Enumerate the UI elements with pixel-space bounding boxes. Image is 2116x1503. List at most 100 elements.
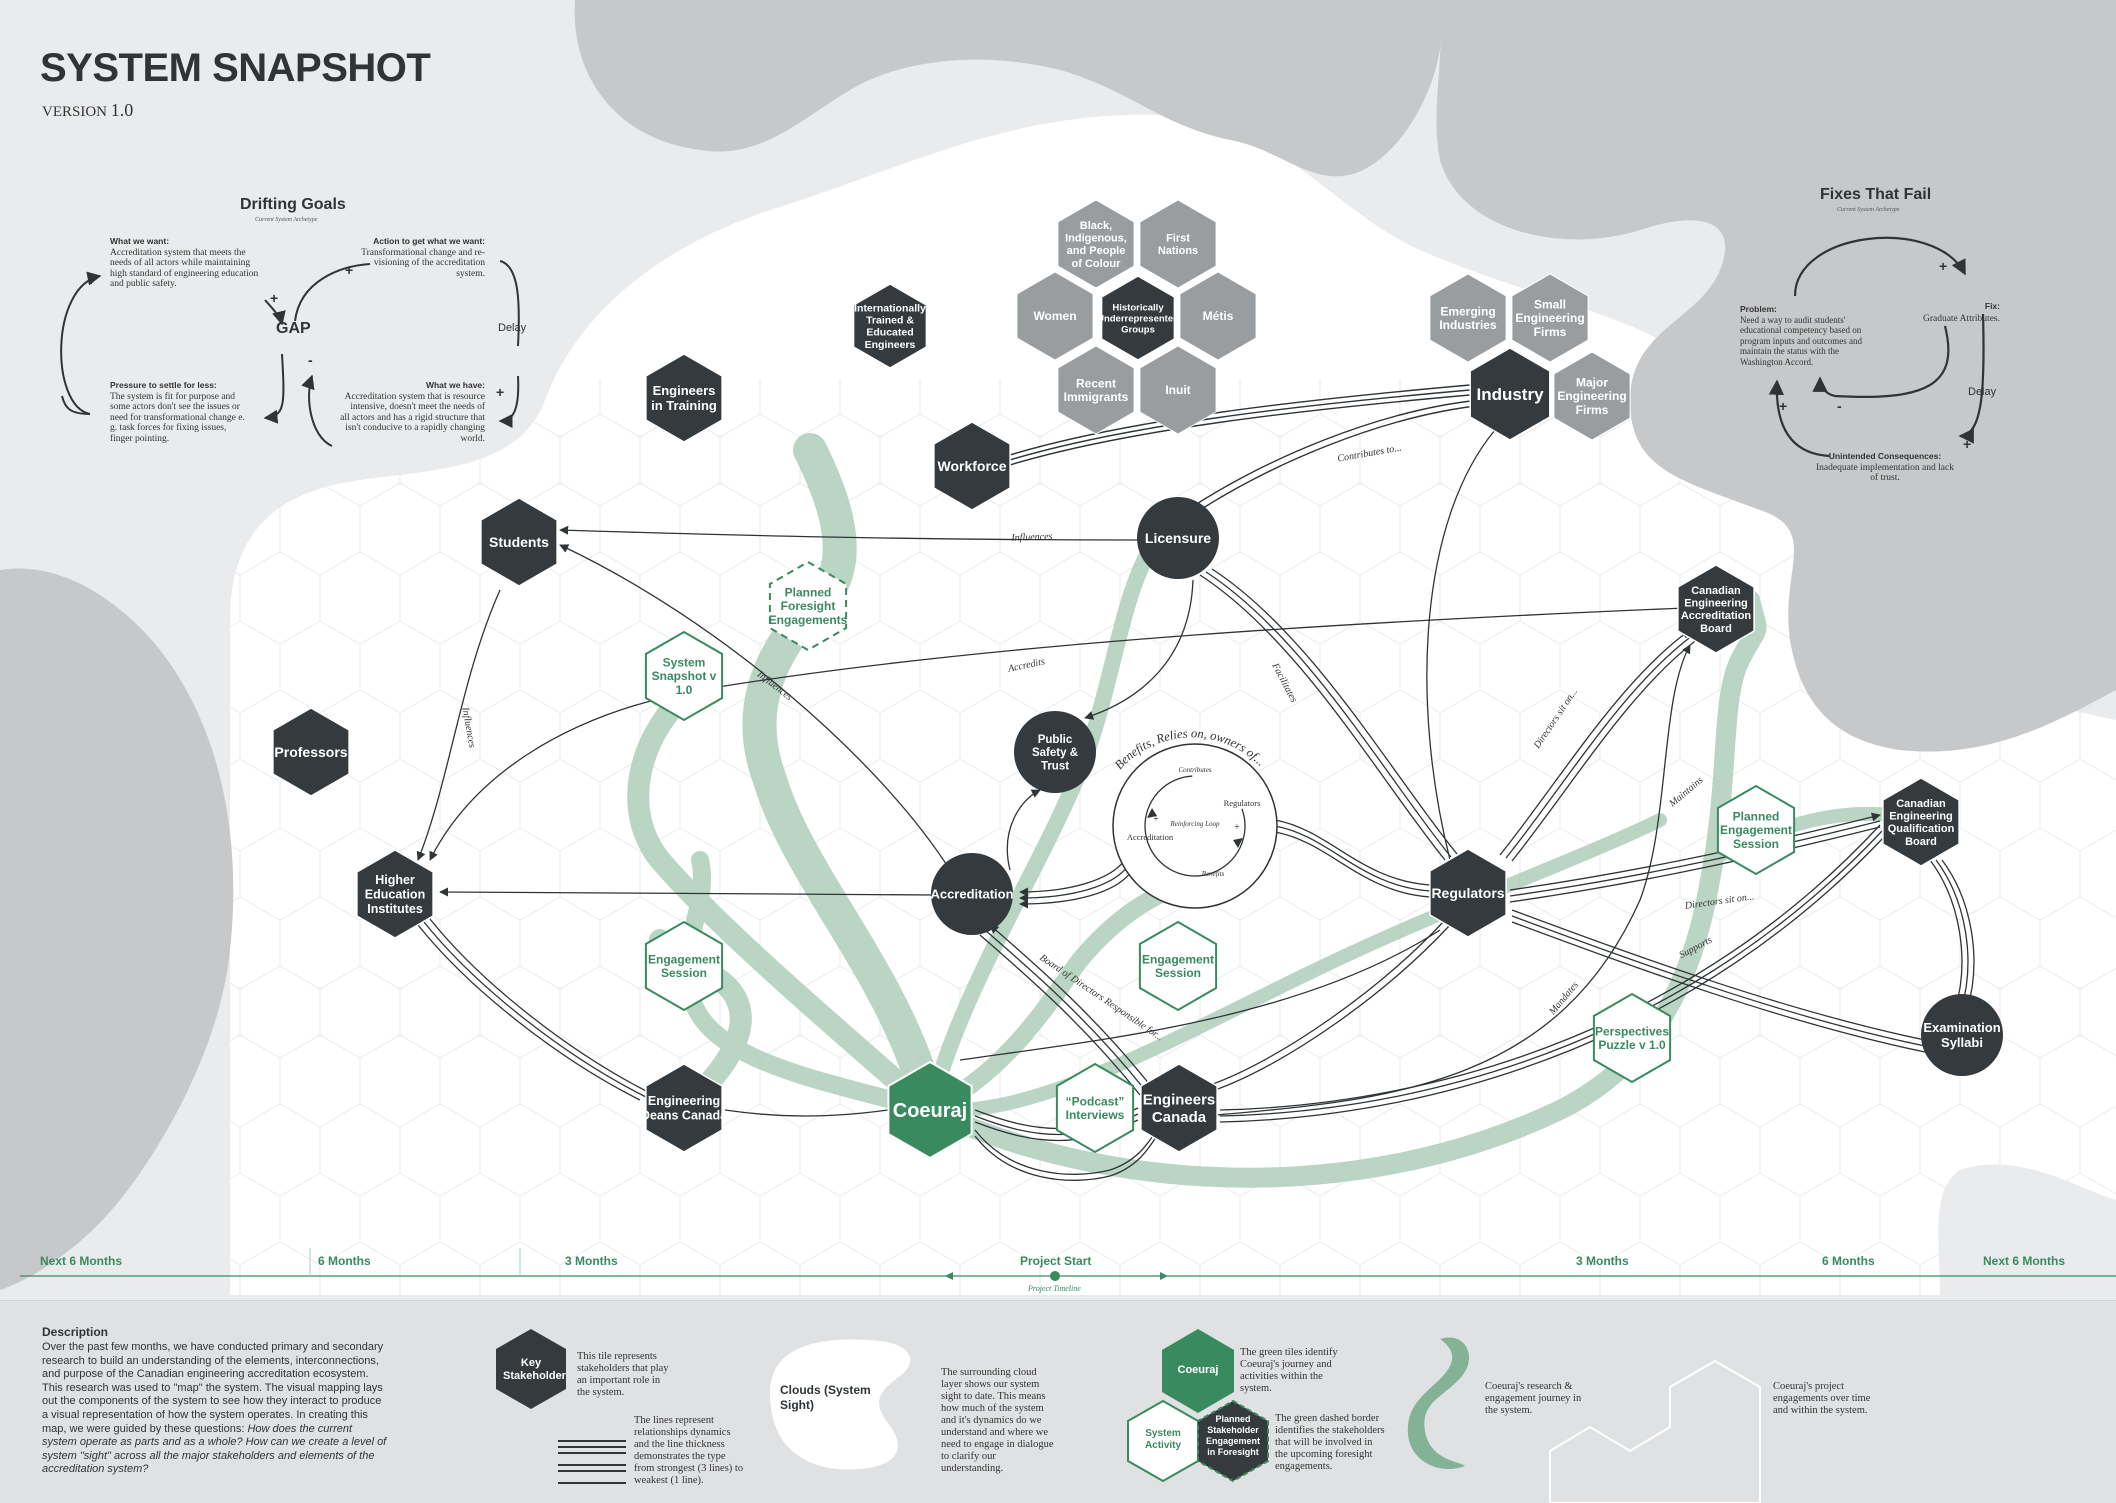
node-licensure[interactable]: Licensure [1137,497,1219,579]
fix-body: Graduate Attributes. [1922,314,2000,324]
node-circle[interactable] [1014,711,1096,793]
stakeholder-regulators[interactable]: Regulators [1429,848,1507,938]
fixes-minus: - [1837,398,1842,414]
stakeholder-hexagon[interactable] [1469,347,1551,441]
node-circle[interactable] [931,853,1013,935]
stakeholder-hexagon[interactable] [852,283,928,369]
version-label: VERSION 1.0 [42,100,133,121]
stakeholder-hexagon[interactable] [480,497,558,587]
legend-planned-hexagon [1197,1399,1269,1483]
node-circle[interactable] [1137,497,1219,579]
activity-hexagon[interactable] [1055,1062,1135,1154]
drifting-goals-plus-c: + [496,384,505,400]
activity-hexagon[interactable] [1716,784,1796,876]
group-metis[interactable]: Métis [1179,271,1257,361]
activity-hexagon[interactable] [768,560,848,652]
stakeholder-students[interactable]: Students [480,497,558,587]
pressure-text: Pressure to settle for less: The system … [110,380,250,444]
stakeholder-hexagon[interactable] [645,353,723,443]
group-hexagon[interactable] [1553,351,1631,441]
right-cloud [1436,0,2116,752]
stakeholder-industry[interactable]: Industry [1469,347,1551,441]
group-label: Women [1033,309,1076,323]
group-hexagon[interactable] [1139,345,1217,435]
activity-hexagon[interactable] [644,920,724,1012]
activity-hexagon[interactable] [644,630,724,722]
group-hexagon[interactable] [1057,199,1135,289]
legend-dashed-text: The green dashed border identifies the s… [1275,1413,1385,1472]
left-cloud [0,568,234,1290]
stakeholder-hexagon[interactable] [1140,1063,1218,1153]
legend-lines-text: The lines represent relationships dynami… [634,1415,744,1486]
fixes-title: Fixes That Fail [1820,186,1932,203]
loop-label-accreditation-2: Accreditation [1127,832,1174,842]
group-hexagon[interactable] [1179,271,1257,361]
activity-coeuraj[interactable]: Coeuraj [887,1060,973,1160]
fixes-delay: Delay [1968,386,1997,398]
node-circle[interactable] [1921,994,2003,1076]
stakeholder-hexagon[interactable] [1100,275,1176,361]
pressure-body: The system is fit for purpose and some a… [110,391,245,444]
stakeholder-hexagon[interactable] [356,849,434,939]
stakeholder-workforce[interactable]: Workforce [933,421,1011,511]
group-hexagon[interactable] [1057,345,1135,435]
activity-hexagon[interactable] [887,1060,973,1160]
have-head: What we have: [425,380,485,390]
group-hexagon[interactable] [1139,199,1217,289]
activity-hexagon[interactable] [1592,992,1672,1084]
group-women[interactable]: Women [1016,271,1094,361]
drifting-goals-plus-a: + [270,290,279,306]
stakeholder-professors[interactable]: Professors [272,707,350,797]
group-hexagon[interactable] [1511,273,1589,363]
stakeholder-hexagon[interactable] [933,421,1011,511]
node-accreditation[interactable]: Accreditation [930,853,1014,935]
relationship-lines [416,384,1975,1181]
stakeholder-label: Regulators [1431,885,1504,901]
stakeholder-hexagon[interactable] [1882,777,1960,867]
loop-label-plus-5: + [1153,814,1159,825]
consequence-head: Unintended Consequences: [1828,451,1942,461]
activity-podcast[interactable]: “Podcast”Interviews [1055,1062,1135,1154]
group-hexagon[interactable] [1429,273,1507,363]
stakeholder-hexagon[interactable] [1677,564,1755,654]
stakeholder-hexagon[interactable] [272,707,350,797]
drifting-goals-delay: Delay [498,322,527,334]
group-hexagon[interactable] [1016,271,1094,361]
group-inuit[interactable]: Inuit [1139,345,1217,435]
activity-hexagon[interactable] [1138,920,1218,1012]
legend-clouds-text: The surrounding cloud layer shows our sy… [941,1367,1054,1474]
drifting-goals-archetype: Drifting Goals Current System Archetype … [50,196,540,456]
stakeholder-hexagon[interactable] [645,1063,723,1153]
stakeholder-hexagon[interactable] [1429,848,1507,938]
stakeholder-label: Students [489,534,549,550]
